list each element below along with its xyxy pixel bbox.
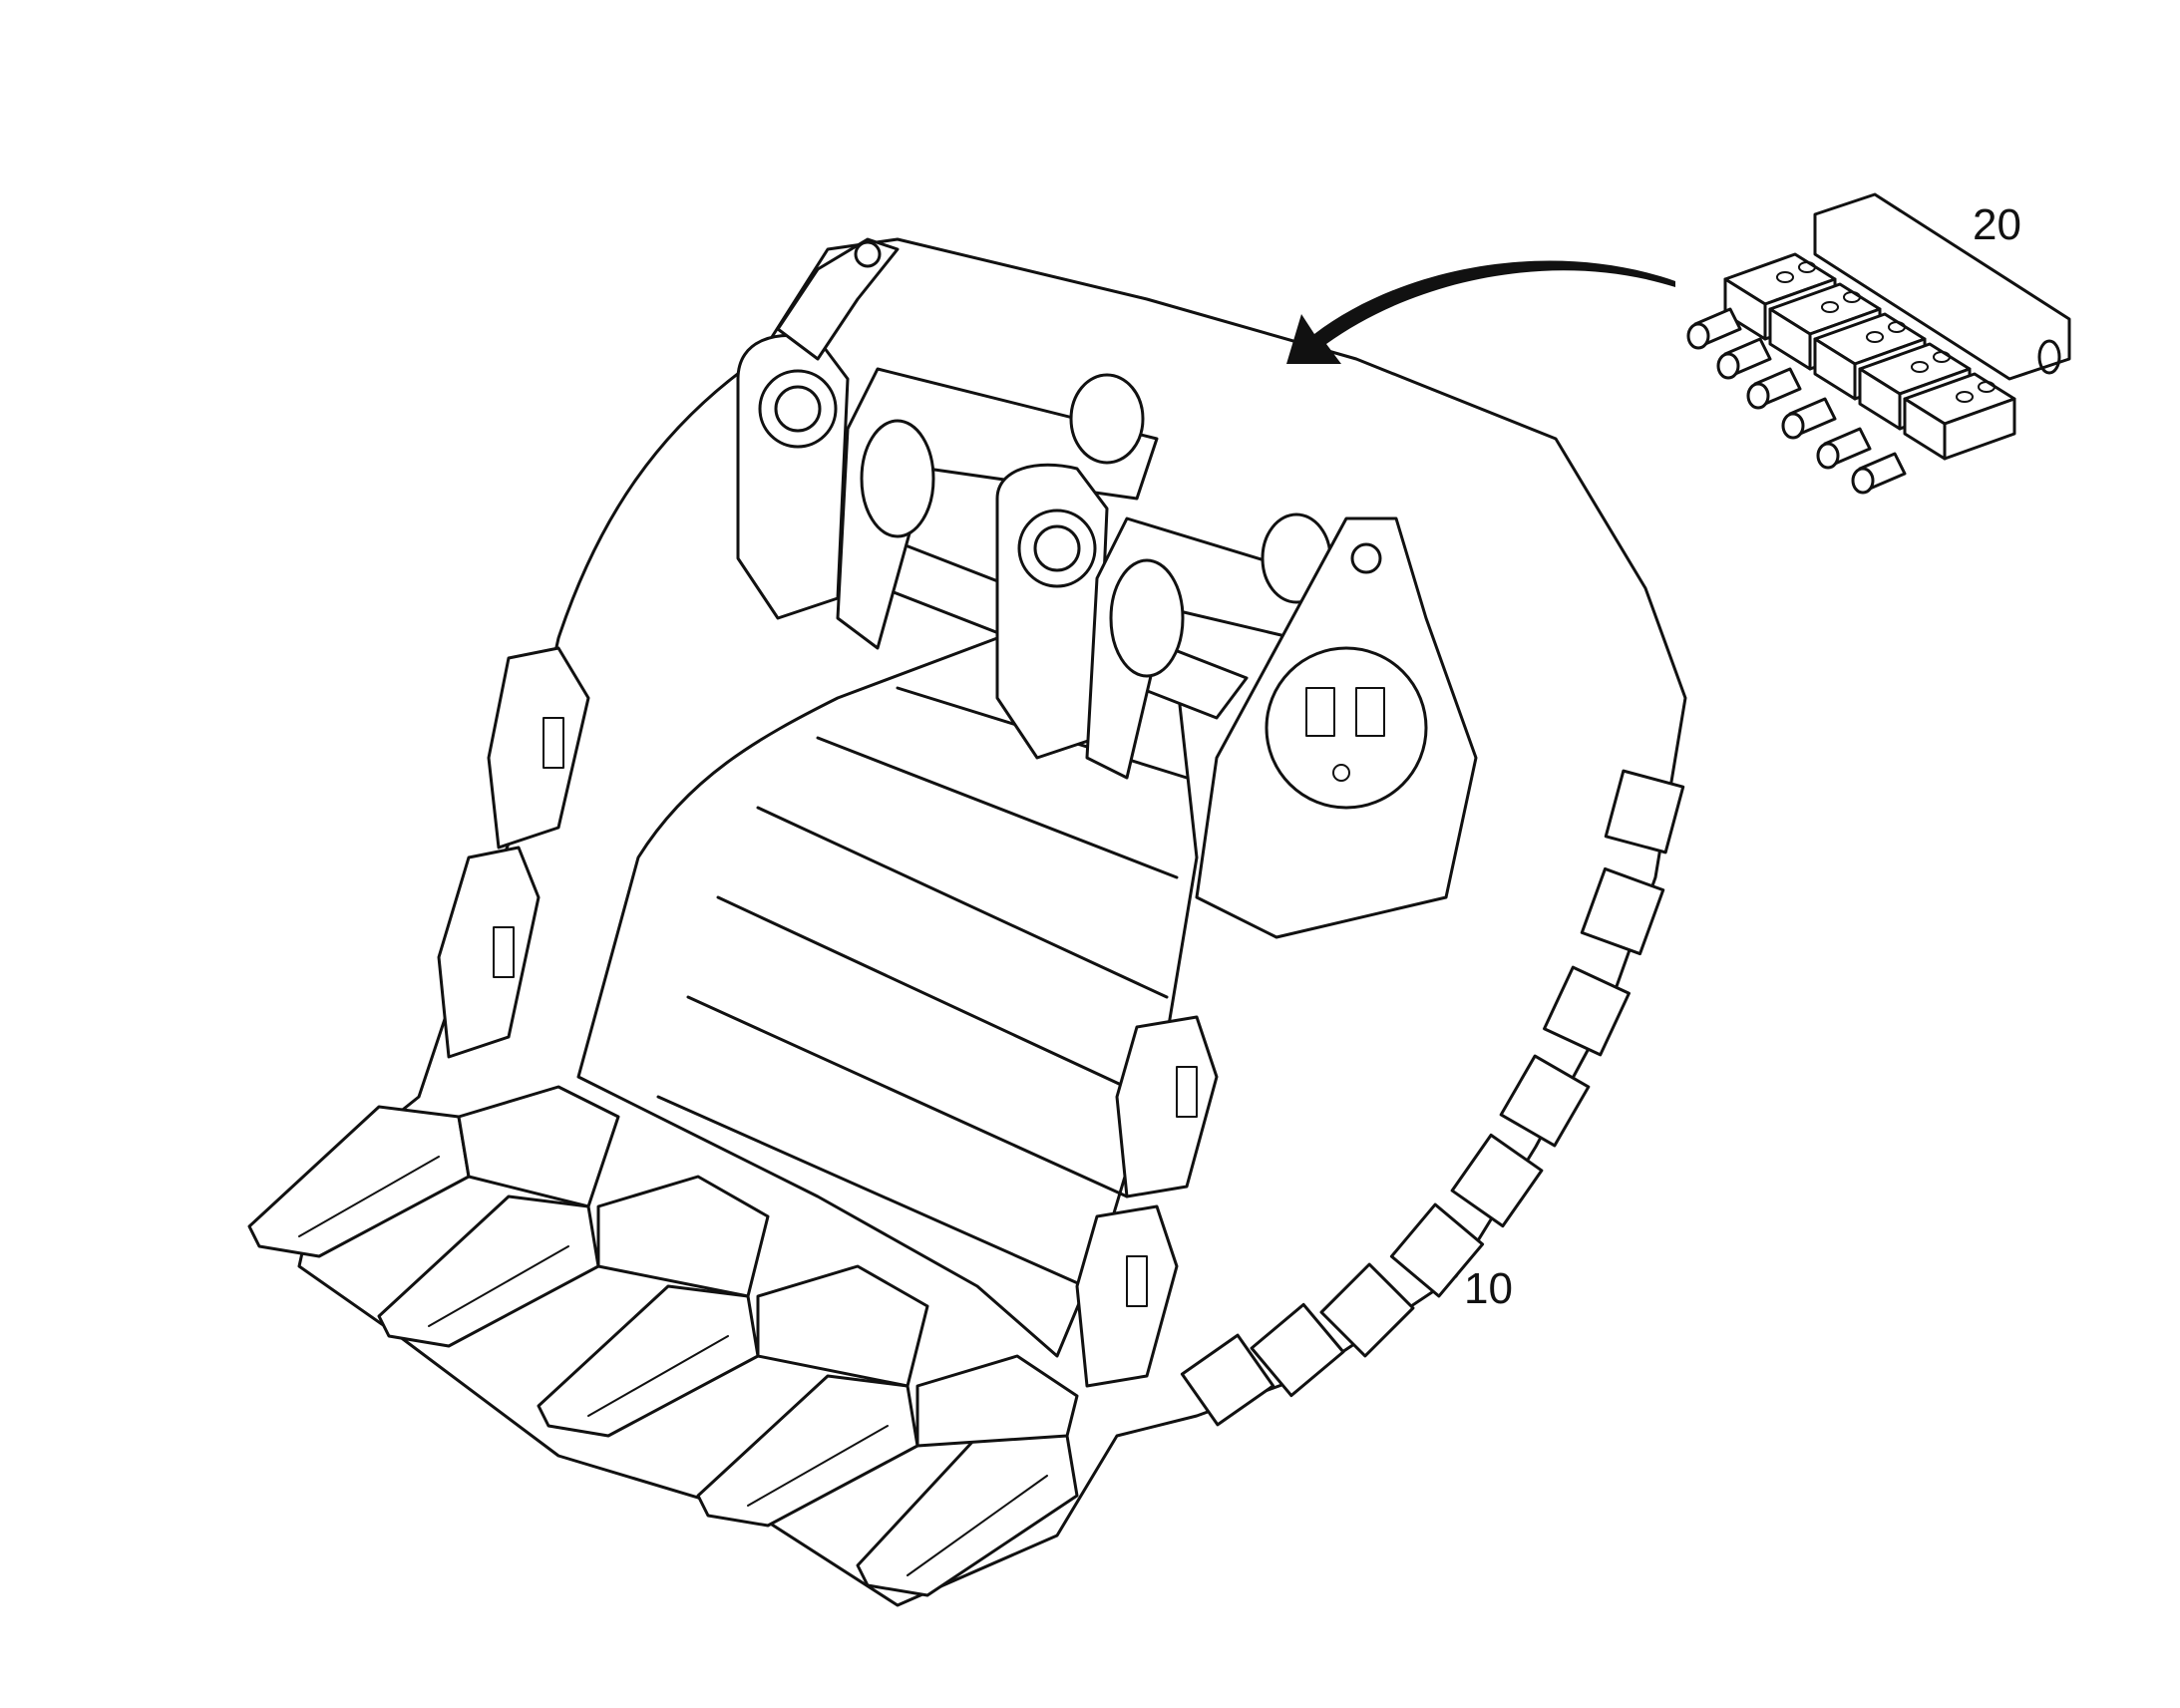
callout-part-20: 20	[1973, 200, 2021, 249]
port-holes	[1776, 261, 1996, 403]
emblem-plate	[1265, 646, 1428, 810]
wear-strips	[656, 686, 1189, 1298]
side-wear-segments	[1180, 769, 1685, 1427]
distributor-sections	[1723, 252, 2016, 461]
bucket-teeth	[247, 1105, 1079, 1597]
excavator-bucket	[247, 237, 1687, 1607]
grease-fittings	[1686, 307, 1907, 495]
callout-part-10: 10	[1464, 1264, 1513, 1313]
lubrication-distributor-block	[1686, 192, 2071, 495]
lip-shrouds	[457, 1085, 1079, 1448]
mounting-lugs	[736, 237, 1478, 939]
side-shrouds	[437, 646, 1219, 1388]
assembly-arrow	[1286, 260, 1675, 364]
